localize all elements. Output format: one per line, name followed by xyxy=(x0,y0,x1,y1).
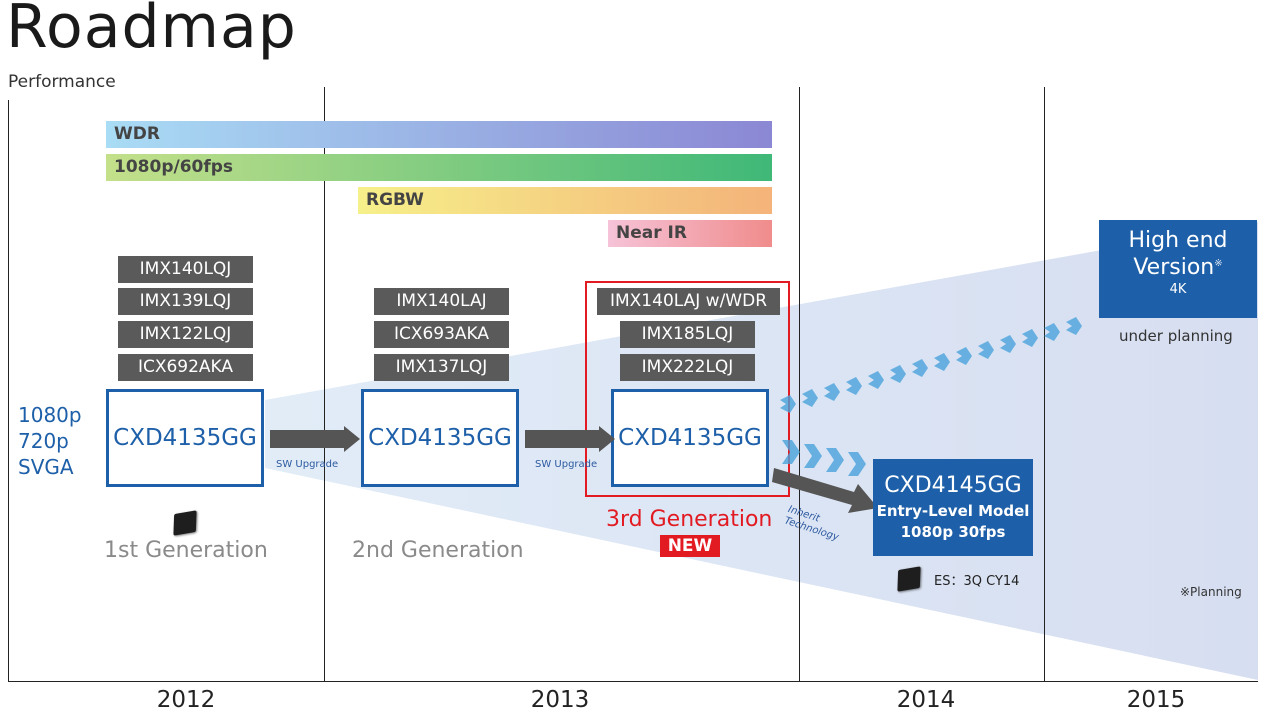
high-end-line1: High end xyxy=(1128,228,1228,253)
new-badge: NEW xyxy=(660,535,720,557)
year-label: 2013 xyxy=(530,687,590,713)
upgrade-arrow xyxy=(525,426,615,452)
processor-box-gen3: CXD4135GG xyxy=(611,389,769,487)
new-generation-highlight xyxy=(585,281,790,497)
planning-footnote: ※Planning xyxy=(1180,585,1242,599)
sw-upgrade-label: SW Upgrade xyxy=(276,459,339,470)
year-divider xyxy=(799,87,800,682)
y-axis-line xyxy=(8,100,9,682)
entry-level-name: CXD4145GG xyxy=(884,473,1022,498)
es-date: ES：3Q CY14 xyxy=(934,574,1020,589)
year-divider xyxy=(1044,87,1045,682)
resolution-list: 1080p 720p SVGA xyxy=(18,402,82,480)
sw-upgrade-label: SW Upgrade xyxy=(535,459,598,470)
chevron-arrows-icon xyxy=(782,440,866,476)
upgrade-arrow xyxy=(270,426,360,452)
year-label: 2012 xyxy=(156,687,216,713)
generation-label: 2nd Generation xyxy=(352,538,524,563)
entry-level-box: CXD4145GG Entry-Level Model 1080p 30fps xyxy=(873,459,1033,556)
sensor-chip: IMX140LQJ xyxy=(118,256,253,283)
sensor-chip: ICX693AKA xyxy=(374,321,509,348)
feature-band-rgbw: RGBW xyxy=(358,187,772,214)
resolution-label: SVGA xyxy=(18,455,74,479)
resolution-label: 720p xyxy=(18,429,69,453)
high-end-line2: Version xyxy=(1133,255,1215,280)
sensor-chip: ICX692AKA xyxy=(118,354,253,381)
generation-label: 1st Generation xyxy=(104,538,268,563)
sensor-chip: IMX122LQJ xyxy=(118,321,253,348)
feature-band-1080p60: 1080p/60fps xyxy=(106,154,772,181)
sensor-chip: IMX140LAJ w/WDR xyxy=(597,288,780,315)
chip-icon xyxy=(173,510,197,536)
sensor-chip: IMX222LQJ xyxy=(620,354,755,381)
page-title: Roadmap xyxy=(6,0,297,62)
year-label: 2014 xyxy=(896,687,956,713)
year-divider xyxy=(324,87,325,682)
high-end-box: High end Version※ 4K xyxy=(1099,220,1257,318)
inherit-arrow xyxy=(772,468,878,513)
sensor-chip: IMX185LQJ xyxy=(620,321,755,348)
resolution-label: 1080p xyxy=(18,403,82,427)
sensor-chip: IMX137LQJ xyxy=(374,354,509,381)
year-label: 2015 xyxy=(1126,687,1186,713)
chevron-arrows-icon xyxy=(780,317,1082,413)
feature-band-wdr: WDR xyxy=(106,121,772,148)
high-end-resolution: 4K xyxy=(1169,282,1187,297)
generation-label: 3rd Generation xyxy=(606,507,773,532)
planning-mark: ※ xyxy=(1214,257,1223,269)
processor-box-gen1: CXD4135GG xyxy=(106,389,264,487)
x-axis-line xyxy=(8,681,1258,682)
feature-band-near-ir: Near IR xyxy=(608,220,772,247)
y-axis-label: Performance xyxy=(8,72,116,92)
chip-icon xyxy=(897,566,921,592)
sensor-chip: IMX140LAJ xyxy=(374,288,509,315)
high-end-status: under planning xyxy=(1119,327,1233,345)
processor-box-gen2: CXD4135GG xyxy=(361,389,519,487)
entry-level-line2: 1080p 30fps xyxy=(900,523,1006,541)
sensor-chip: IMX139LQJ xyxy=(118,288,253,315)
entry-level-line1: Entry-Level Model xyxy=(876,502,1030,520)
